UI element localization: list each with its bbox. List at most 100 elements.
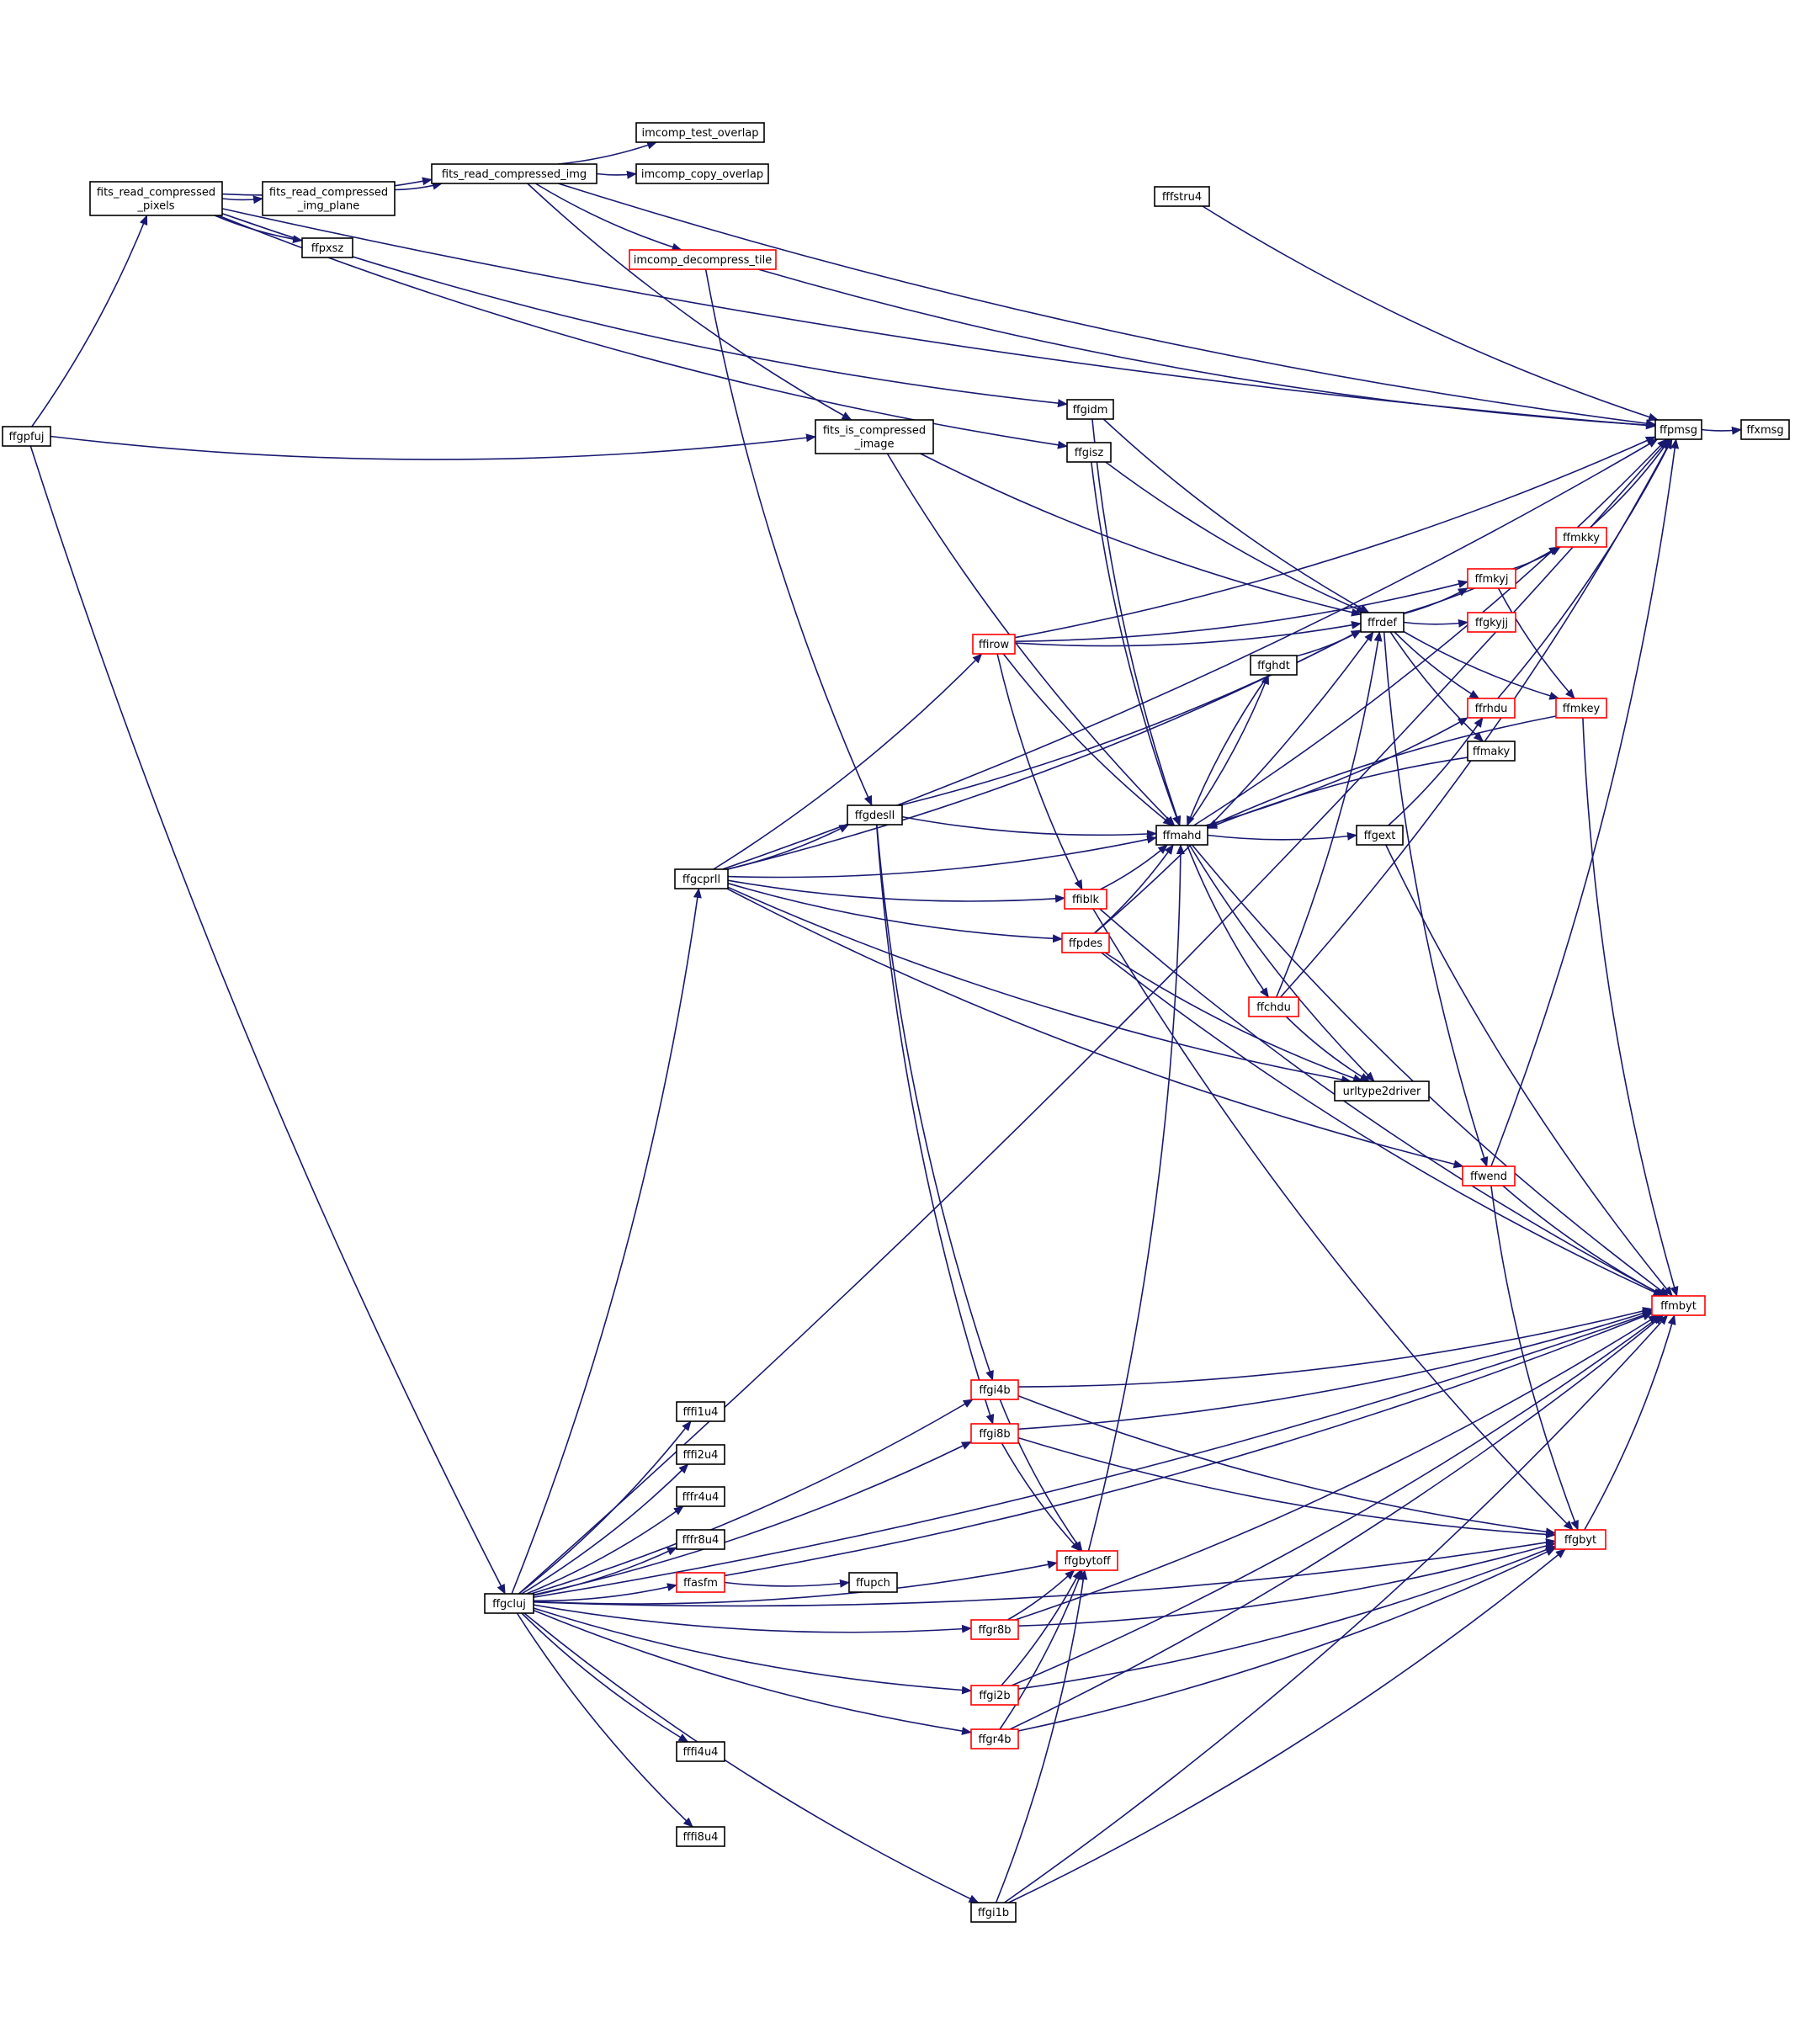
node-ffgcprll[interactable]: ffgcprll xyxy=(674,868,729,889)
edge-fits_read_compressed_img-to-imcomp_test_overlap xyxy=(557,141,658,165)
edge-ffirow-to-ffiblk xyxy=(996,653,1083,890)
node-ffgdesll[interactable]: ffgdesll xyxy=(847,804,903,826)
node-ffxmsg[interactable]: ffxmsg xyxy=(1740,419,1790,440)
node-ffrhdu[interactable]: ffrhdu xyxy=(1467,698,1516,719)
node-label: ffrhdu xyxy=(1475,703,1508,715)
edge-ffgdesll-to-ffmahd xyxy=(901,815,1157,839)
node-ffgi2b[interactable]: ffgi2b xyxy=(970,1685,1019,1706)
node-ffpxsz[interactable]: ffpxsz xyxy=(301,237,353,258)
node-label: fits_read_compressed xyxy=(269,187,388,199)
node-fffi2u4[interactable]: fffi2u4 xyxy=(676,1444,725,1465)
node-ffrdef[interactable]: ffrdef xyxy=(1360,612,1405,633)
node-fits_read_compressed_img[interactable]: fits_read_compressed_img xyxy=(431,163,597,184)
node-ffmaky[interactable]: ffmaky xyxy=(1467,741,1516,762)
node-box xyxy=(1555,527,1607,548)
node-fits_read_compressed_img_plane[interactable]: fits_read_compressed_img_plane xyxy=(262,181,396,216)
node-fffr4u4[interactable]: fffr4u4 xyxy=(676,1486,725,1507)
node-imcomp_decompress_tile[interactable]: imcomp_decompress_tile xyxy=(629,249,777,270)
node-fffr8u4[interactable]: fffr8u4 xyxy=(676,1529,725,1550)
node-ffgkyjj[interactable]: ffgkyjj xyxy=(1467,612,1516,633)
node-label: fits_read_compressed_img xyxy=(442,168,587,181)
node-ffmahd[interactable]: ffmahd xyxy=(1155,825,1208,846)
node-imcomp_test_overlap[interactable]: imcomp_test_overlap xyxy=(635,122,765,143)
node-ffghdt[interactable]: ffghdt xyxy=(1250,655,1298,676)
node-ffgidm[interactable]: ffgidm xyxy=(1066,399,1114,420)
node-ffwend[interactable]: ffwend xyxy=(1462,1165,1516,1187)
node-ffgpfuj[interactable]: ffgpfuj xyxy=(2,426,51,447)
node-ffgbytoff[interactable]: ffgbytoff xyxy=(1056,1550,1118,1571)
node-label: ffgcprll xyxy=(682,873,720,886)
node-label: ffmahd xyxy=(1162,830,1201,842)
node-fffi1u4[interactable]: fffi1u4 xyxy=(676,1401,725,1422)
node-ffgext[interactable]: ffgext xyxy=(1356,825,1404,846)
node-ffiblk[interactable]: ffiblk xyxy=(1064,889,1107,910)
edge-imcomp_decompress_tile-to-ffgdesll xyxy=(704,268,873,806)
node-ffgi1b[interactable]: ffgi1b xyxy=(970,1902,1017,1923)
node-fits_read_compressed_pixels[interactable]: fits_read_compressed_pixels xyxy=(89,181,223,216)
node-box xyxy=(1356,825,1404,846)
node-ffmkey[interactable]: ffmkey xyxy=(1555,698,1607,719)
node-label: ffgi8b xyxy=(979,1428,1010,1441)
edge-ffgcprll-to-ffgdesll xyxy=(727,824,850,870)
node-ffgr4b[interactable]: ffgr4b xyxy=(970,1728,1019,1749)
edge-ffgi2b-to-ffmbyt xyxy=(1011,1314,1663,1686)
node-ffgi4b[interactable]: ffgi4b xyxy=(970,1379,1019,1400)
edge-ffgcluj-to-fffi4u4 xyxy=(521,1612,689,1743)
edge-ffwend-to-ffmbyt xyxy=(1502,1185,1665,1297)
edge-ffgcluj-to-ffgi1b xyxy=(523,1612,980,1903)
node-ffgbyt[interactable]: ffgbyt xyxy=(1554,1529,1606,1550)
node-label: fffr8u4 xyxy=(682,1534,720,1547)
node-box xyxy=(972,634,1016,655)
node-label: _img_plane xyxy=(297,200,360,213)
node-label: ffpdes xyxy=(1069,937,1102,950)
node-ffpdes[interactable]: ffpdes xyxy=(1061,932,1110,953)
node-label: ffmbyt xyxy=(1660,1300,1697,1313)
node-ffstru4[interactable]: fffstru4 xyxy=(1154,186,1210,207)
node-ffpmsg[interactable]: ffpmsg xyxy=(1654,419,1702,440)
node-box xyxy=(970,1685,1019,1706)
node-ffchdu[interactable]: ffchdu xyxy=(1248,996,1299,1017)
node-ffmbyt[interactable]: ffmbyt xyxy=(1651,1295,1706,1316)
edge-ffgcprll-to-urltype2driver xyxy=(727,886,1352,1084)
node-urltype2driver[interactable]: urltype2driver xyxy=(1334,1080,1430,1102)
edge-ffgcprll-to-ffwend xyxy=(726,888,1464,1169)
node-box xyxy=(970,1902,1017,1923)
node-fffi8u4[interactable]: fffi8u4 xyxy=(676,1826,725,1847)
edge-ffmkyj-to-ffmkey xyxy=(1497,587,1575,699)
edge-ffpmsg-to-ffxmsg xyxy=(1701,426,1742,435)
edge-ffmahd-to-ffghdt xyxy=(1187,674,1270,826)
node-label: ffgr8b xyxy=(978,1624,1011,1637)
edge-ffgi1b-to-ffgbytoff xyxy=(995,1569,1088,1903)
node-ffmkky[interactable]: ffmkky xyxy=(1555,527,1607,548)
edge-ffgbytoff-to-ffmahd xyxy=(1087,844,1185,1552)
node-imcomp_copy_overlap[interactable]: imcomp_copy_overlap xyxy=(635,163,769,184)
node-label: fffstru4 xyxy=(1162,191,1202,204)
node-ffgr8b[interactable]: ffgr8b xyxy=(970,1619,1019,1640)
node-box xyxy=(1064,889,1107,910)
node-ffasfm[interactable]: ffasfm xyxy=(676,1572,725,1593)
node-fffi4u4[interactable]: fffi4u4 xyxy=(676,1741,725,1762)
edge-ffgr8b-to-ffgbytoff xyxy=(1007,1569,1075,1621)
node-label: ffgisz xyxy=(1075,447,1104,459)
edge-ffgcluj-to-ffgbyt xyxy=(533,1538,1556,1607)
node-ffgi8b[interactable]: ffgi8b xyxy=(970,1423,1019,1444)
node-fits_is_compressed_image[interactable]: fits_is_compressed_image xyxy=(815,419,934,454)
node-ffirow[interactable]: ffirow xyxy=(972,634,1016,655)
node-label: imcomp_copy_overlap xyxy=(641,168,763,181)
node-ffupch[interactable]: ffupch xyxy=(848,1572,898,1593)
node-label: ffasfm xyxy=(683,1577,718,1590)
node-ffgcluj[interactable]: ffgcluj xyxy=(484,1593,534,1614)
node-label: ffmkey xyxy=(1563,703,1601,715)
edge-ffirow-to-ffmahd xyxy=(1002,653,1173,826)
node-box xyxy=(847,804,903,826)
node-ffmkyj[interactable]: ffmkyj xyxy=(1467,568,1516,589)
edge-ffgi4b-to-ffmbyt xyxy=(1017,1307,1653,1388)
edge-ffgi8b-to-ffgbytoff xyxy=(1001,1442,1081,1552)
edge-ffmaky-to-ffmahd xyxy=(1207,757,1468,829)
node-label: _pixels xyxy=(136,200,174,213)
edge-ffgcprll-to-ffirow xyxy=(713,653,983,870)
edge-fits_is_compressed_image-to-ffrdef xyxy=(920,453,1362,617)
edge-ffgdesll-to-ffgi8b xyxy=(875,824,995,1425)
node-ffgisz[interactable]: ffgisz xyxy=(1066,442,1112,463)
node-label: fffi4u4 xyxy=(683,1746,719,1759)
